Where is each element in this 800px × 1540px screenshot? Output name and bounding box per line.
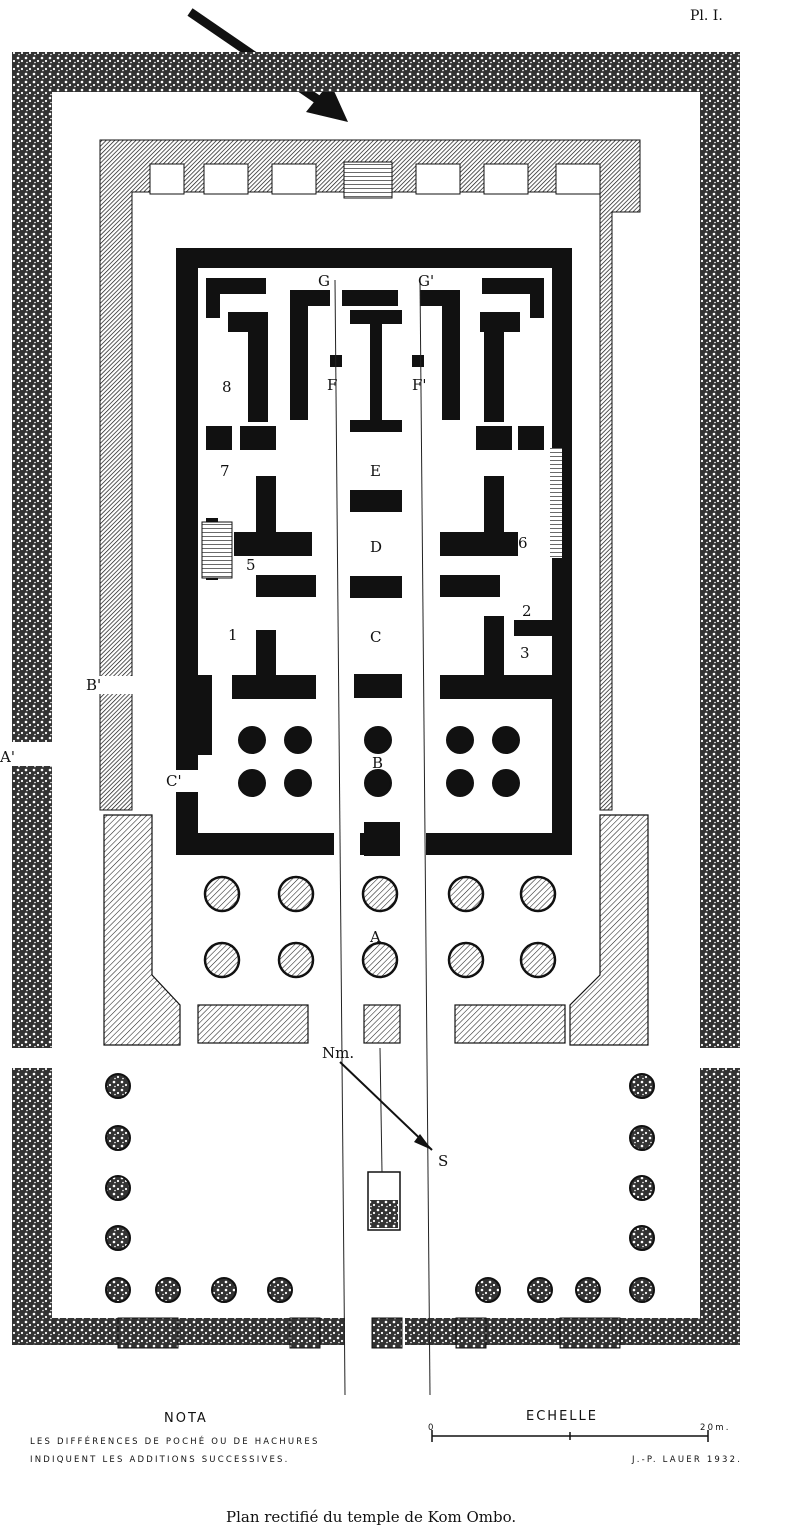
label-room-8: 8	[222, 378, 232, 396]
inner-partitions	[198, 278, 562, 856]
nota-line-1: LES DIFFÉRENCES DE POCHÉ OU DE HACHURES	[30, 1435, 320, 1447]
stair-block	[343, 161, 393, 199]
outer-hypostyle-walls	[103, 814, 649, 1046]
axis-lines	[334, 279, 431, 1396]
label-C-prime: C'	[166, 772, 182, 790]
scale-start: 0	[428, 1423, 436, 1433]
north-label: Nm.	[322, 1044, 354, 1062]
inner-hypostyle-columns	[238, 726, 520, 797]
forecourt-columns	[105, 1073, 655, 1303]
author-signature: J.-P. LAUER 1932.	[631, 1455, 742, 1465]
left-stair	[201, 521, 233, 579]
outer-hypostyle-columns	[203, 875, 557, 979]
label-room-7: 7	[220, 462, 230, 480]
label-C: C	[370, 628, 381, 646]
scale-end: 20m.	[700, 1423, 731, 1433]
label-D: D	[370, 538, 382, 556]
label-B-prime: B'	[86, 676, 101, 694]
plan-labels: A B C D E F F' G G' A' B' C' 1 2 3 5 6 7…	[0, 272, 532, 946]
scale-title: ECHELLE	[526, 1409, 598, 1424]
north-south-indicator: Nm. S	[322, 1044, 448, 1170]
label-A-prime: A'	[0, 748, 15, 766]
sanctuary-walls	[176, 248, 572, 860]
inner-hatched-wall	[96, 139, 641, 811]
label-room-5: 5	[246, 556, 256, 574]
forecourt-front-wall	[117, 1317, 621, 1349]
caption: Plan rectifié du temple de Kom Ombo.	[226, 1508, 516, 1526]
nota-title: NOTA	[164, 1411, 208, 1426]
label-room-3: 3	[520, 644, 530, 662]
label-G-prime: G'	[418, 272, 434, 290]
label-E: E	[370, 462, 381, 480]
label-F-prime: F'	[412, 376, 427, 394]
south-label: S	[438, 1152, 448, 1170]
nota-block: NOTA LES DIFFÉRENCES DE POCHÉ OU DE HACH…	[30, 1411, 320, 1465]
label-A: A	[369, 928, 381, 946]
nota-line-2: INDIQUENT LES ADDITIONS SUCCESSIVES.	[30, 1455, 290, 1465]
label-room-6: 6	[518, 534, 528, 552]
scale-bar: ECHELLE 0 20m. J.-P. LAUER 1932.	[428, 1409, 742, 1465]
label-room-1: 1	[228, 626, 238, 644]
label-G: G	[318, 272, 330, 290]
label-room-2: 2	[522, 602, 532, 620]
plate-number: Pl. I.	[690, 8, 723, 24]
altar	[367, 1171, 401, 1231]
label-B: B	[372, 754, 383, 772]
label-F: F	[327, 376, 337, 394]
